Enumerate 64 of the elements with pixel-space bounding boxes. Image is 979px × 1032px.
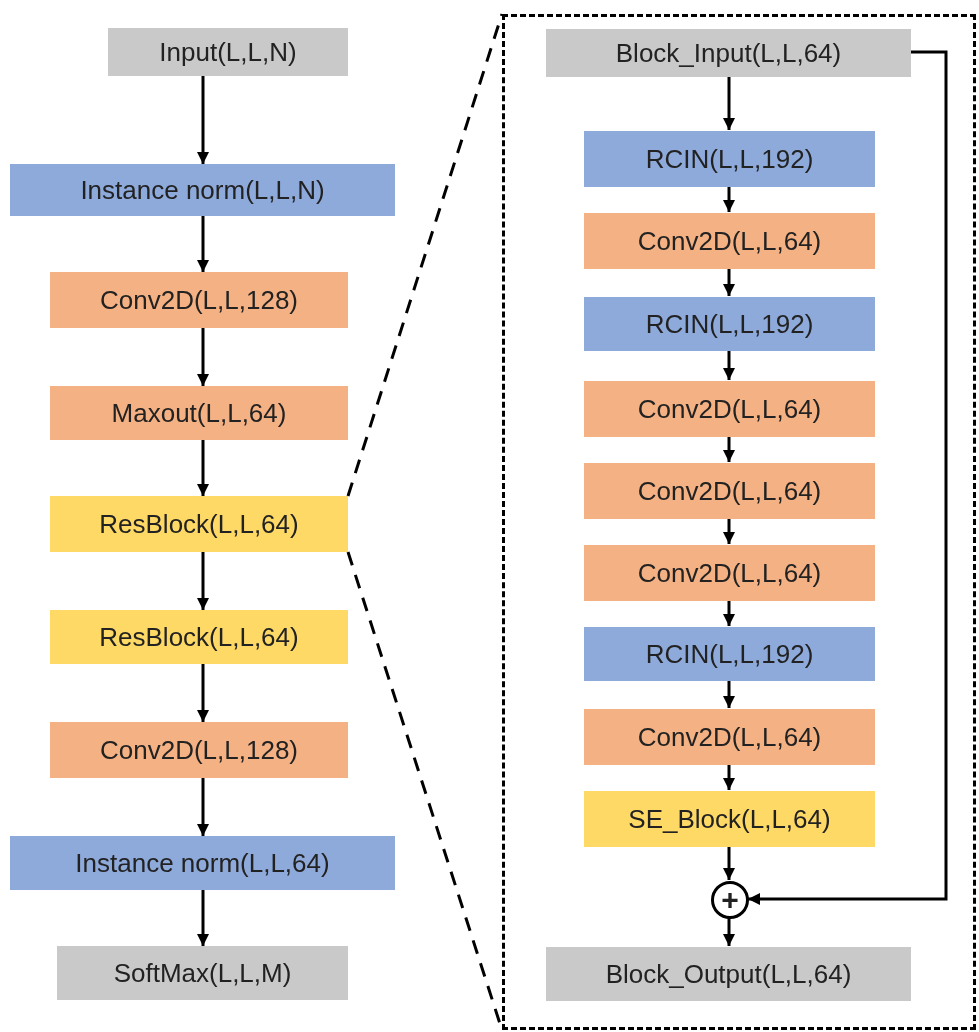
layer-box — [57, 946, 348, 1000]
layer-box — [108, 28, 348, 76]
plus-sign: + — [721, 885, 739, 915]
arrow — [723, 600, 735, 626]
layer-box — [584, 791, 875, 847]
arrow — [197, 778, 209, 836]
arrow — [197, 664, 209, 722]
layer-label: Instance norm(L,L,N) — [80, 174, 325, 206]
arrow — [723, 680, 735, 708]
layer-label: Conv2D(L,L,64) — [637, 225, 822, 257]
layer-label: SoftMax(L,L,M) — [113, 957, 292, 989]
layer-label: Block_Input(L,L,64) — [615, 37, 842, 69]
layer-box — [50, 272, 348, 328]
arrow — [723, 350, 735, 380]
layer-label: Conv2D(L,L,64) — [637, 393, 822, 425]
arrow — [723, 918, 735, 946]
layer-label: Conv2D(L,L,128) — [100, 734, 298, 766]
arrow — [197, 552, 209, 610]
arrow — [723, 186, 735, 212]
layer-box — [50, 386, 348, 440]
layer-label: Maxout(L,L,64) — [111, 397, 287, 429]
layer-box — [546, 29, 911, 77]
layer-label: ResBlock(L,L,64) — [99, 621, 299, 653]
arrow — [197, 76, 209, 164]
arrow — [197, 890, 209, 946]
layer-label: RCIN(L,L,192) — [645, 143, 814, 175]
arrow — [723, 846, 735, 880]
layer-label: Conv2D(L,L,128) — [100, 284, 298, 316]
layer-label: Conv2D(L,L,64) — [637, 475, 822, 507]
arrow — [197, 216, 209, 272]
sum-circle — [711, 881, 749, 919]
layer-box — [584, 709, 875, 765]
layer-box — [584, 381, 875, 437]
layer-box — [584, 297, 875, 351]
arrow — [723, 764, 735, 790]
layer-label: SE_Block(L,L,64) — [628, 803, 831, 835]
layer-label: RCIN(L,L,192) — [645, 638, 814, 670]
layer-box — [584, 463, 875, 519]
layer-label: RCIN(L,L,192) — [645, 308, 814, 340]
layer-box — [584, 545, 875, 601]
layer-box — [584, 627, 875, 681]
layer-box — [50, 722, 348, 778]
layer-box — [50, 496, 348, 552]
layer-box — [584, 131, 875, 187]
arrow — [197, 328, 209, 386]
layer-box — [584, 213, 875, 269]
arrow — [197, 440, 209, 496]
arrow — [723, 76, 735, 130]
layer-label: Conv2D(L,L,64) — [637, 557, 822, 589]
layer-label: ResBlock(L,L,64) — [99, 508, 299, 540]
layer-box — [546, 947, 911, 1001]
arrow — [723, 436, 735, 462]
layer-box — [10, 164, 395, 216]
layer-box — [50, 610, 348, 664]
layer-label: Conv2D(L,L,64) — [637, 721, 822, 753]
arrow — [723, 518, 735, 544]
zoom-line — [346, 13, 504, 497]
layer-label: Block_Output(L,L,64) — [605, 958, 852, 990]
layer-label: Input(L,L,N) — [159, 36, 297, 68]
layer-label: Instance norm(L,L,64) — [75, 847, 330, 879]
arrow — [748, 50, 948, 905]
zoom-panel — [502, 14, 976, 1030]
layer-box — [10, 836, 395, 890]
arrow — [723, 268, 735, 296]
